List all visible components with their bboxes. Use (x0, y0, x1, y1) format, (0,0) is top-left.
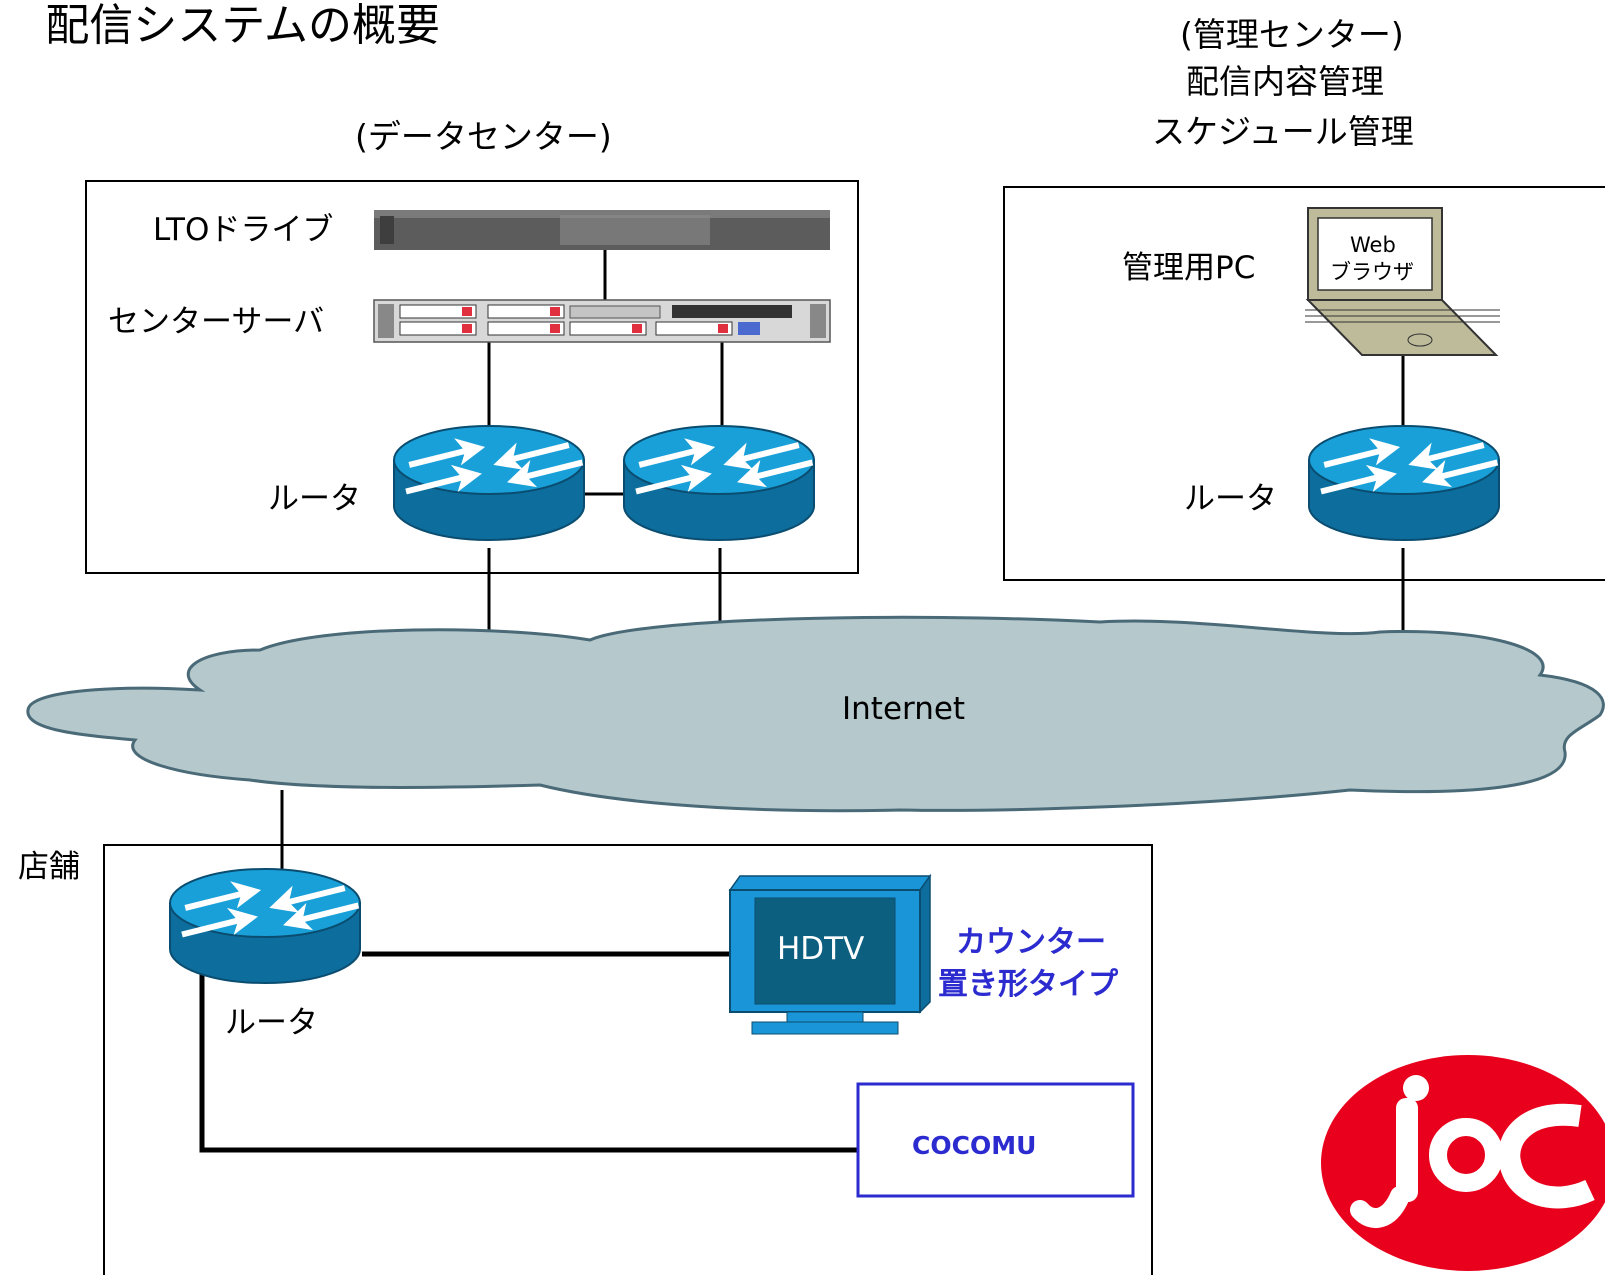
management-pc-label: 管理用PC (1122, 250, 1256, 286)
management-center-header-1: (管理センター) (1180, 15, 1404, 54)
datacenter-router-right-icon (623, 425, 817, 541)
store-lines (199, 951, 858, 1153)
center-server-label: センターサーバ (108, 304, 325, 340)
store-box (103, 844, 1153, 1275)
store-router-label: ルータ (225, 1005, 318, 1041)
hdtv-label: HDTV (777, 931, 865, 967)
data-center-box (85, 180, 859, 574)
internet-cloud (26, 615, 1605, 813)
management-router-label: ルータ (1184, 481, 1277, 517)
lto-drive-icon (374, 210, 830, 250)
jpc-logo (1321, 1055, 1605, 1271)
datacenter-router-label: ルータ (268, 481, 361, 517)
store-label: 店舗 (18, 849, 80, 885)
counter-type-label-1: カウンター (956, 925, 1106, 960)
center-server-icon (373, 299, 831, 343)
cocomu-box (856, 1082, 1135, 1198)
hdtv-icon (728, 873, 932, 1035)
cocomu-label: COCOMU (912, 1131, 1037, 1160)
datacenter-router-left-icon (393, 425, 587, 541)
management-center-header-2: 配信内容管理 (1186, 62, 1384, 101)
counter-type-label-2: 置き形タイプ (938, 967, 1118, 1002)
management-router-icon (1308, 425, 1502, 541)
data-center-header: (データセンター) (355, 117, 612, 156)
web-browser-screen-text-2: ブラウザ (1330, 260, 1414, 284)
store-router-icon (169, 868, 363, 984)
laptop-icon (1305, 207, 1500, 356)
page-title: 配信システムの概要 (45, 0, 440, 51)
connection-lines (280, 245, 1405, 880)
management-center-box (1003, 186, 1605, 581)
web-browser-screen-text-1: Web (1350, 233, 1396, 257)
management-center-header-3: スケジュール管理 (1152, 112, 1414, 151)
internet-label: Internet (842, 691, 966, 727)
lto-drive-label: LTOドライブ (153, 212, 334, 248)
